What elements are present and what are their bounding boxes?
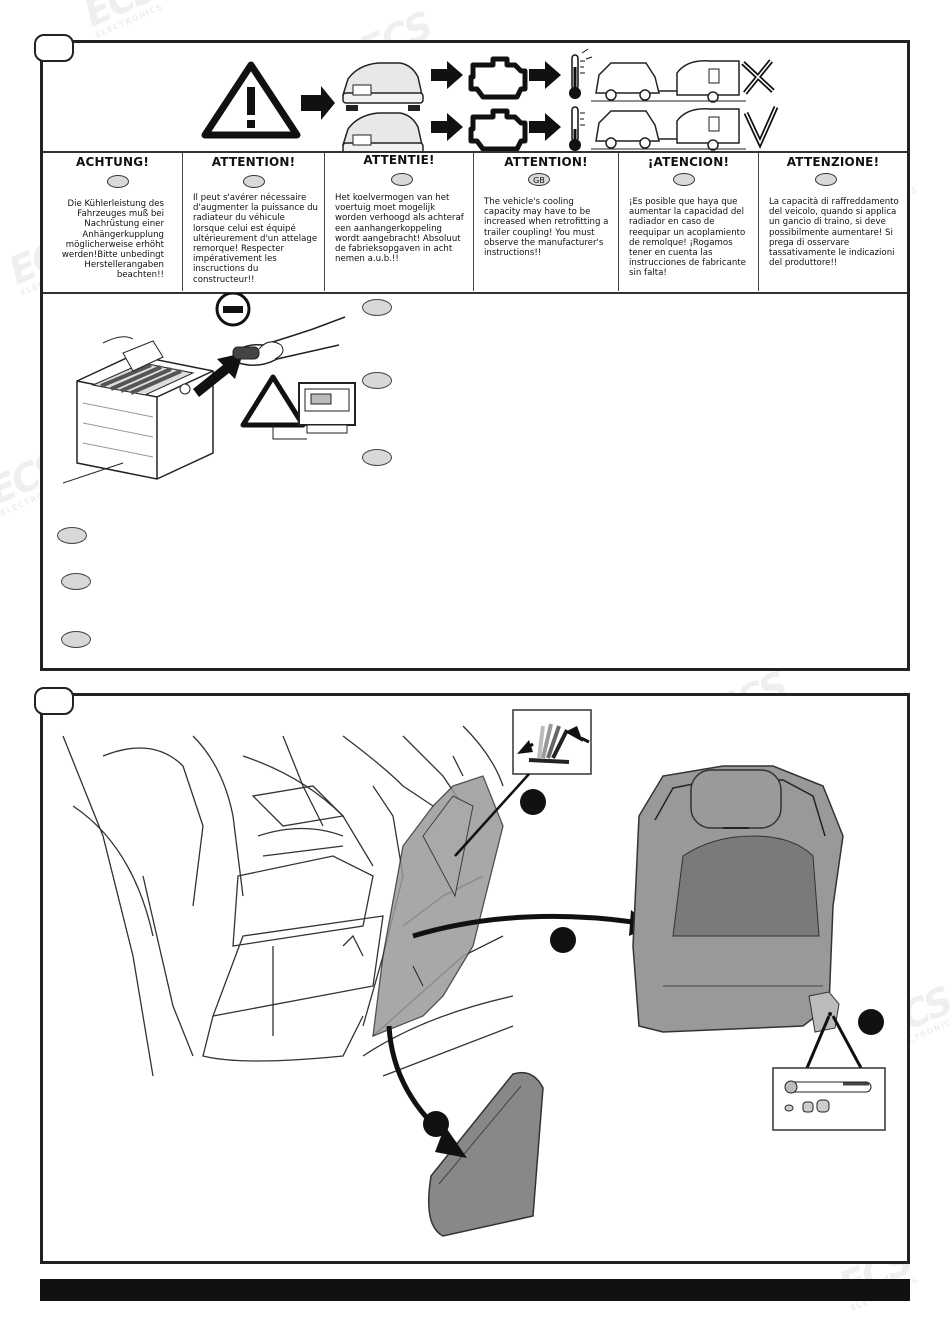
car-with-caravan-icon: [591, 60, 746, 103]
cooling-pictogram: [201, 48, 779, 151]
language-badge: [673, 173, 695, 186]
warning-text: Il peut s'avérer nécessaire d'augmenter …: [193, 193, 318, 285]
arrow-right-icon: [301, 86, 335, 120]
arrow-right-icon: [431, 61, 463, 89]
thermometer-icon: [569, 48, 593, 99]
warning-text: La capacità di raffreddamento del veicol…: [769, 197, 899, 269]
car-interior-drawing: [62, 725, 514, 1077]
check-icon: [743, 105, 779, 150]
arrow-curved-icon: [386, 1025, 467, 1158]
panel-warning: ACHTUNG! Die Kühlerleistung des Fahrzeug…: [40, 40, 910, 671]
step-3-marker: [858, 1009, 884, 1035]
seat-cushion-removed: [428, 1071, 544, 1237]
step-tab: [34, 687, 74, 715]
language-badge: [243, 175, 265, 188]
warning-nl: ATTENTIE! Het koelvermogen van het voert…: [325, 153, 474, 291]
warning-text: The vehicle's cooling capacity may have …: [484, 197, 609, 259]
warning-es: ¡ATENCION! ¡Es posible que haya que aume…: [619, 153, 759, 291]
language-badge: [107, 175, 129, 188]
footer-bar: [40, 1279, 910, 1301]
warning-text: Het koelvermogen van het voertuig moet m…: [335, 193, 464, 265]
step-oval: [57, 527, 87, 544]
thermometer-icon: [569, 106, 585, 151]
warning-languages: ACHTUNG! Die Kühlerleistung des Fahrzeug…: [43, 151, 907, 294]
step-oval: [362, 372, 392, 389]
tool-inset: [772, 1015, 886, 1131]
warning-heading: ACHTUNG!: [75, 155, 150, 169]
warning-heading: ATTENTION!: [504, 155, 588, 169]
arrow-right-icon: [529, 113, 561, 141]
warning-it: ATTENZIONE! La capacità di raffreddament…: [759, 153, 907, 291]
cross-icon: [741, 59, 775, 95]
language-badge: [391, 173, 413, 186]
step-tab: [34, 34, 74, 62]
arrow-right-icon: [529, 61, 561, 89]
arrow-up-right-icon: [193, 353, 243, 397]
battery-disconnect-illustration: [63, 293, 356, 484]
warning-heading: ¡ATENCION!: [647, 155, 730, 169]
engine-icon: [468, 56, 528, 100]
engine-icon: [468, 108, 528, 151]
step-oval: [362, 299, 392, 316]
step-oval: [61, 631, 91, 648]
radio-unit-icon: [298, 382, 356, 434]
warning-triangle-icon: [201, 61, 301, 139]
step-4-marker: [423, 1111, 449, 1137]
battery-icon: [63, 336, 214, 484]
step-1-marker: [520, 789, 546, 815]
step-oval: [61, 573, 91, 590]
rear-backrest-installed: [372, 775, 504, 1038]
step-2-marker: [550, 927, 576, 953]
warning-heading: ATTENZIONE!: [786, 155, 880, 169]
seat-back-removed: [632, 765, 844, 1033]
warning-heading: ATTENTION!: [211, 155, 296, 169]
panel-rear-seat: [40, 693, 910, 1264]
arrow-right-icon: [431, 113, 463, 141]
warning-gb: ATTENTION! GB The vehicle's cooling capa…: [474, 153, 619, 291]
language-badge: [815, 173, 837, 186]
warning-heading: ATTENTIE!: [363, 153, 435, 167]
language-badge: GB: [528, 173, 550, 186]
hand-with-terminal-icon: [232, 316, 346, 366]
warning-fr: ATTENTION! Il peut s'avérer nécessaire d…: [183, 153, 325, 291]
rear-seat-removal-illustration: [62, 709, 886, 1237]
warning-triangle-icon: [240, 374, 307, 440]
car-front-icon: [341, 62, 424, 111]
ratchet-wrench-icon: [784, 1080, 872, 1094]
step-oval: [362, 449, 392, 466]
socket-icon: [784, 1099, 830, 1113]
warning-text: Die Kühlerleistung des Fahrzeuges muß be…: [61, 199, 164, 281]
minus-icon: [215, 293, 251, 327]
warning-de: ACHTUNG! Die Kühlerleistung des Fahrzeug…: [43, 153, 183, 291]
fold-motion-inset: [454, 709, 592, 857]
warning-text: ¡Es posible que haya que aumentar la cap…: [629, 197, 746, 279]
car-with-caravan-icon: [591, 108, 746, 151]
car-front-icon: [341, 112, 424, 151]
